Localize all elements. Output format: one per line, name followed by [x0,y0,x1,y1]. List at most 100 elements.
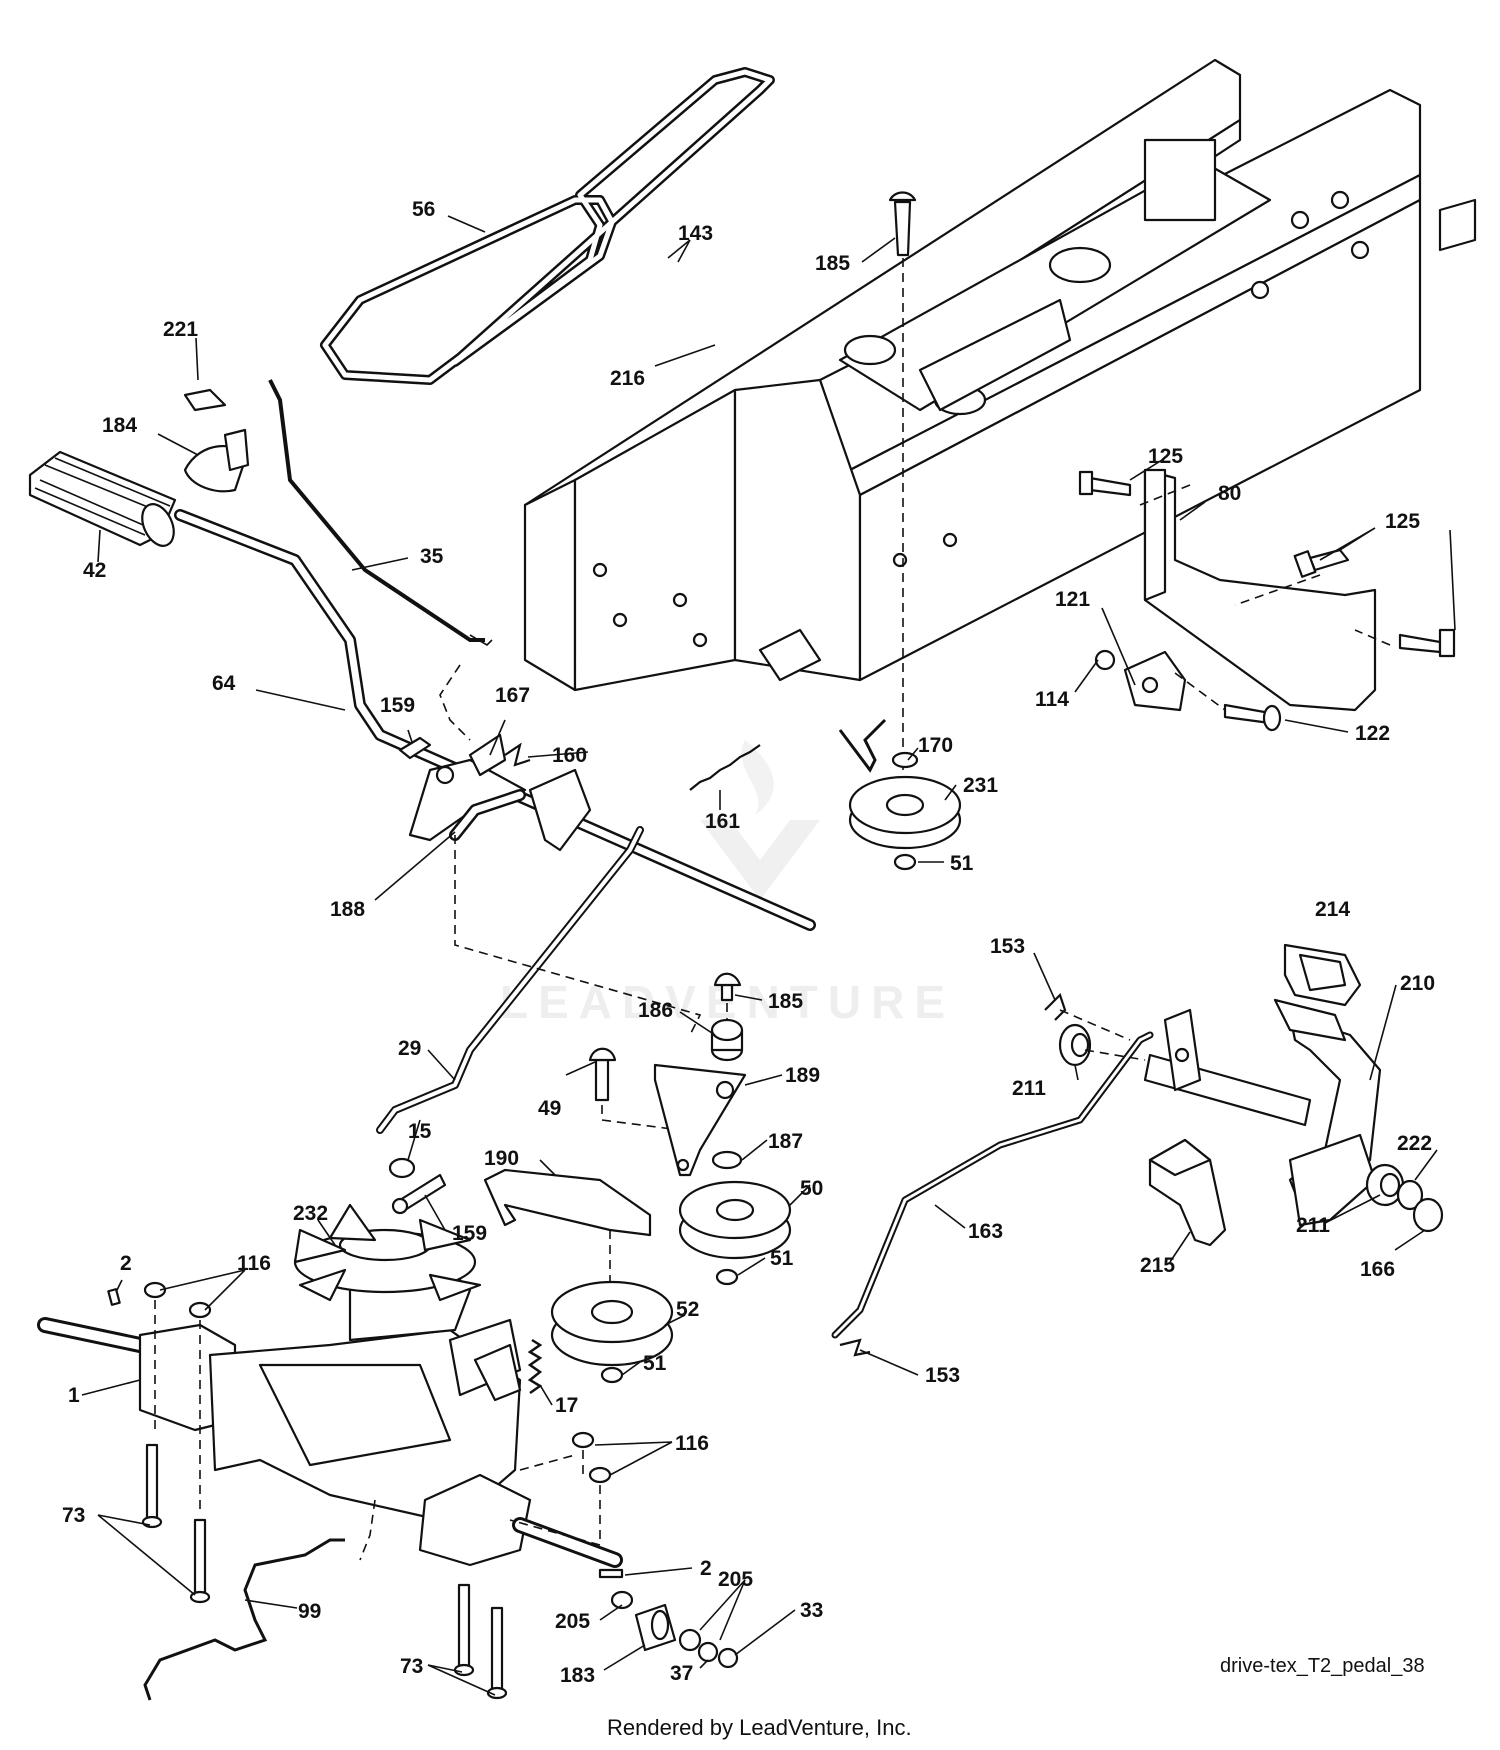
cable-35[interactable] [268,379,493,647]
callout-153-top: 153 [990,935,1025,958]
callout-64: 64 [212,672,236,695]
bolt-185-a[interactable] [888,191,917,257]
nut-51-b[interactable] [715,1268,739,1286]
washer-205-b[interactable] [678,1628,702,1652]
nut-116-b[interactable] [571,1431,612,1484]
key-2-a[interactable] [107,1288,121,1306]
callout-116-top: 116 [237,1252,271,1275]
bushing-211-a[interactable] [1058,1023,1092,1067]
bolt-125-a[interactable] [1078,470,1132,497]
grip-42[interactable] [28,450,180,551]
knob-184[interactable] [183,428,250,493]
callout-33: 33 [800,1599,823,1622]
rod-99[interactable] [143,1538,345,1701]
clip-153-a[interactable] [1044,992,1067,1021]
transaxle-1[interactable] [37,1258,623,1568]
rod-29[interactable] [376,826,644,1134]
callout-211-right: 211 [1296,1214,1330,1237]
washer-222[interactable] [1396,1179,1424,1211]
spacer-186[interactable] [710,1018,744,1062]
callout-170: 170 [918,734,953,757]
callout-232: 232 [293,1202,328,1225]
nut-114[interactable] [1094,649,1116,671]
leader-lines [81,215,1456,1696]
fan-232[interactable] [293,1203,482,1302]
bracket-121[interactable] [1123,650,1187,712]
callout-189: 189 [785,1064,820,1087]
callout-125-top: 125 [1148,445,1183,468]
bolt-125-c[interactable] [1398,628,1456,658]
spring-arm-170[interactable] [838,718,887,773]
clip-160[interactable] [504,742,531,767]
callout-166: 166 [1360,1258,1395,1281]
callout-153-bottom: 153 [925,1364,960,1387]
callout-190: 190 [484,1147,519,1170]
nut-51-c[interactable] [600,1366,624,1384]
washer-205-a[interactable] [610,1590,634,1610]
bolt-185-b[interactable] [713,972,742,1002]
callout-99: 99 [298,1600,321,1623]
callout-35: 35 [420,545,444,568]
pin-122[interactable] [1223,703,1282,732]
pivot-bracket[interactable] [408,733,592,852]
clip-221[interactable] [183,388,227,412]
callout-56: 56 [412,198,435,221]
callout-185: 185 [815,252,850,275]
drawing-code: drive-tex_T2_pedal_38 [1220,1655,1425,1677]
bolt-73-b[interactable] [453,1583,508,1700]
nut-116-a[interactable] [143,1281,212,1319]
callout-51-bottom: 51 [643,1352,667,1375]
callout-73-bottom: 73 [400,1655,423,1678]
callout-216: 216 [610,367,645,390]
callout-185-center: 185 [768,990,803,1013]
pedal-pad-214[interactable] [1283,943,1362,1007]
callout-210: 210 [1400,972,1435,995]
bracket-lower[interactable] [1288,1133,1377,1227]
spring-161[interactable] [689,744,761,791]
callout-167: 167 [495,684,530,707]
callout-52: 52 [676,1298,699,1321]
callout-125-right: 125 [1385,510,1420,533]
spacer-183[interactable] [634,1603,677,1652]
washer-170[interactable] [891,751,919,769]
chassis-frame [523,58,1477,692]
callout-17: 17 [555,1394,578,1417]
pulley-231[interactable] [848,775,962,850]
washer-15[interactable] [388,1157,416,1179]
pedal-shaft[interactable] [1143,1008,1312,1127]
callout-214: 214 [1315,898,1350,921]
arm-189[interactable] [653,1063,747,1177]
drive-belt[interactable] [320,67,775,385]
pedal-215[interactable] [1148,1138,1227,1247]
callout-122: 122 [1355,722,1390,745]
callout-187: 187 [768,1130,803,1153]
bolt-49[interactable] [588,1047,617,1102]
callout-221: 221 [163,318,198,341]
bracket-80[interactable] [1143,468,1377,712]
pulley-52[interactable] [550,1280,674,1367]
washer-187[interactable] [711,1150,743,1170]
bolt-125-b[interactable] [1293,548,1350,578]
pin-159-b[interactable] [391,1173,447,1215]
callout-205-top: 205 [718,1568,753,1591]
pulley-50[interactable] [678,1180,792,1260]
pedal-rod-163[interactable] [831,1031,1154,1339]
callout-2-left: 2 [120,1252,132,1275]
callout-42: 42 [83,559,106,582]
nut-51-a[interactable] [893,853,917,871]
washer-166[interactable] [1412,1197,1444,1233]
shield-190[interactable] [483,1168,652,1237]
nut-33[interactable] [717,1647,739,1669]
callout-183: 183 [560,1664,595,1687]
washer-37[interactable] [697,1641,719,1663]
callout-188: 188 [330,898,365,921]
spring-17[interactable] [527,1338,543,1395]
rod-188[interactable] [449,789,526,841]
callout-116-bottom: 116 [675,1432,709,1455]
callout-211-left: 211 [1012,1077,1046,1100]
callout-51-top: 51 [950,852,974,875]
pin-159-a[interactable] [398,736,432,760]
clip-153-b[interactable] [839,1338,871,1357]
key-2-b[interactable] [598,1568,624,1579]
callout-143: 143 [678,222,713,245]
